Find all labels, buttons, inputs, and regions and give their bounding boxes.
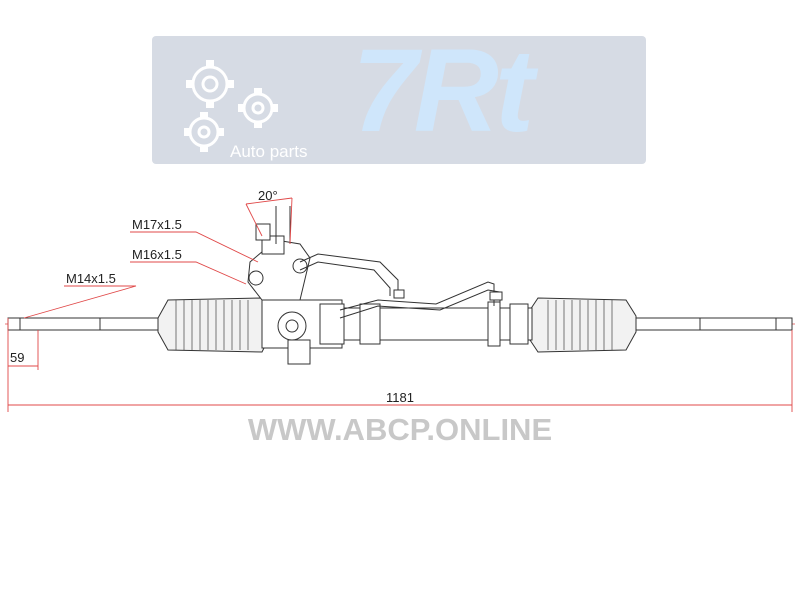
rack-housing	[339, 301, 533, 347]
total-length-label: 1181	[386, 390, 414, 405]
left-boot	[157, 297, 269, 353]
fitting-label-m14: M14x1.5	[66, 271, 116, 286]
gears-icon	[184, 60, 278, 152]
watermark-text: WWW.ABCP.ONLINE	[247, 412, 553, 447]
brand-tagline: Auto parts	[230, 142, 308, 161]
dimension-lines	[7, 318, 793, 412]
left-tie-rod	[7, 317, 159, 331]
fitting-label-m16: M16x1.5	[132, 247, 182, 262]
valve-body	[247, 206, 345, 365]
fluid-lines	[299, 253, 503, 319]
logo-panel	[152, 36, 646, 164]
fitting-leaders	[23, 231, 259, 319]
fitting-label-m17: M17x1.5	[132, 217, 182, 232]
angle-marker	[245, 197, 293, 245]
brand-logo-text: 7Rt	[352, 25, 534, 157]
right-boot	[529, 297, 637, 353]
right-tie-rod	[631, 317, 793, 331]
end-dimension-label: 59	[10, 350, 24, 365]
angle-label: 20°	[258, 188, 278, 203]
